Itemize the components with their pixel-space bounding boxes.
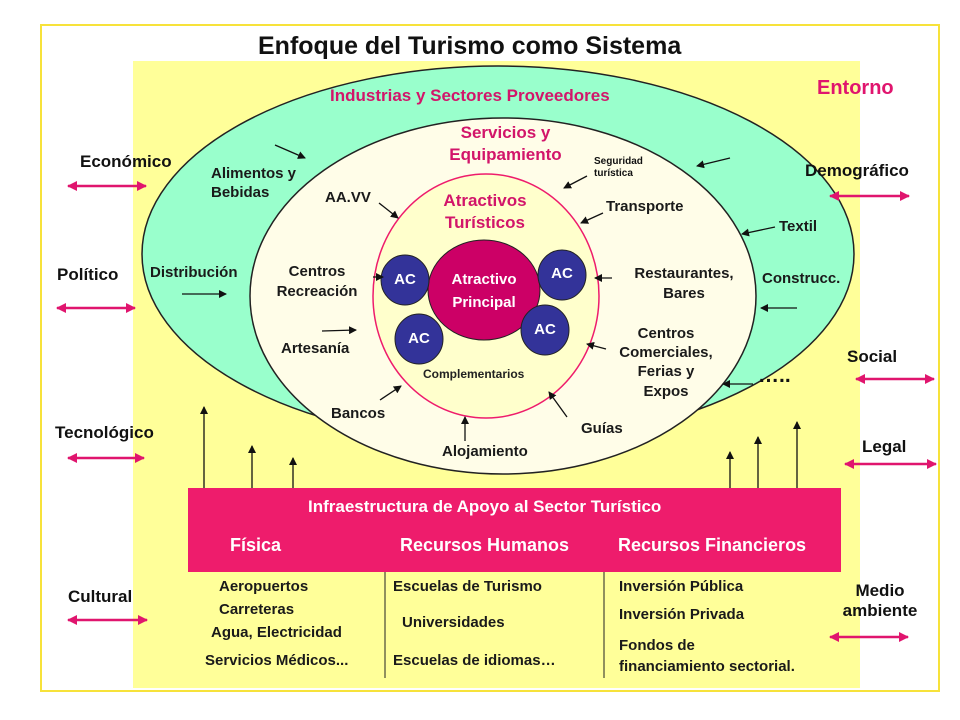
principal-line-2: Principal <box>452 294 516 312</box>
medio-ambiente-label: Medio ambiente <box>830 581 930 622</box>
outer-frame <box>40 24 940 692</box>
ac-circle-3 <box>394 313 444 365</box>
col-fisica-header: Física <box>230 535 282 555</box>
ac-label-3: AC <box>408 330 430 347</box>
fisica-item-2: Carreteras <box>219 601 295 618</box>
complementarios-label: Complementarios <box>423 367 525 381</box>
centros-comerciales-line-1: Centros <box>637 325 695 342</box>
restaurantes-label: Restaurantes, Bares <box>622 264 746 303</box>
cultural-label: Cultural <box>68 587 133 606</box>
humanos-item-3: Escuelas de idiomas… <box>393 652 556 669</box>
construcc-label: Construcc. <box>762 270 841 287</box>
financieros-item-2: Inversión Privada <box>619 606 745 623</box>
fisica-item-1: Aeropuertos <box>219 578 309 595</box>
ac-circle-2 <box>537 249 587 301</box>
restaurantes-line-2: Bares <box>663 284 705 302</box>
guias-label: Guías <box>581 420 623 437</box>
atractivos-line-1: Atractivos <box>443 191 527 210</box>
page-title: Enfoque del Turismo como Sistema <box>258 32 682 60</box>
alojamiento-label: Alojamiento <box>442 443 528 460</box>
economico-label: Económico <box>80 152 172 171</box>
col-recursos-financieros-header: Recursos Financieros <box>618 535 807 555</box>
distribucion-label: Distribución <box>150 264 238 281</box>
centros-recreacion-label: Centros Recreación <box>262 262 372 301</box>
alimentos-label: Alimentos y Bebidas <box>211 165 296 203</box>
restaurantes-line-1: Restaurantes, <box>634 265 734 282</box>
textil-label: Textil <box>779 218 818 235</box>
humanos-item-1: Escuelas de Turismo <box>393 578 542 595</box>
infraestructura-bar <box>188 488 841 572</box>
industrias-label: Industrias y Sectores Proveedores <box>330 86 610 105</box>
seguridad-line-2: turística <box>594 168 633 179</box>
atractivos-label: Atractivos Turísticos <box>428 190 542 234</box>
infraestructura-header: Infraestructura de Apoyo al Sector Turís… <box>308 497 662 516</box>
col-recursos-humanos-header: Recursos Humanos <box>400 535 570 555</box>
ac-label-2: AC <box>551 265 573 282</box>
alimentos-line-2: Bebidas <box>211 183 270 201</box>
servicios-line-2: Equipamiento <box>449 145 562 165</box>
artesania-label: Artesanía <box>281 340 350 357</box>
principal-line-1: Atractivo <box>451 271 517 288</box>
centros-comerciales-line-2: Comerciales, <box>619 344 713 362</box>
entorno-label: Entorno <box>817 77 894 99</box>
servicios-line-1: Servicios y <box>460 123 551 142</box>
social-label: Social <box>847 347 898 366</box>
financieros-item-3: Fondos de <box>619 637 695 654</box>
centros-comerciales-line-3: Ferias y <box>637 363 695 381</box>
seguridad-line-1: Seguridad <box>594 156 643 167</box>
medio-ambiente-line-1: Medio <box>855 581 905 600</box>
alimentos-line-1: Alimentos y <box>211 165 297 182</box>
financieros-item-4: financiamiento sectorial. <box>619 658 795 675</box>
legal-label: Legal <box>862 437 907 456</box>
ac-label-4: AC <box>534 321 556 338</box>
centros-recreacion-line-2: Recreación <box>276 282 358 300</box>
seguridad-label: Seguridad turística <box>594 156 643 180</box>
environment-arrows <box>56 181 937 642</box>
demografico-label: Demográfico <box>805 161 909 180</box>
centros-comerciales-line-4: Expos <box>643 382 689 400</box>
servicios-label: Servicios y Equipamiento <box>438 122 573 166</box>
aavv-label: AA.VV <box>325 189 371 206</box>
politico-label: Político <box>57 265 119 284</box>
tecnologico-label: Tecnológico <box>55 423 154 442</box>
fisica-item-3: Agua, Electricidad <box>211 624 342 641</box>
atractivo-principal-circle <box>427 239 541 341</box>
bancos-label: Bancos <box>331 405 386 422</box>
humanos-item-2: Universidades <box>402 614 505 631</box>
ac-label-1: AC <box>394 271 416 288</box>
centros-comerciales-label: Centros Comerciales, Ferias y Expos <box>606 324 726 401</box>
transporte-label: Transporte <box>606 198 684 215</box>
atractivo-principal-label: Atractivo Principal <box>432 268 536 315</box>
inner-arrows <box>182 144 801 500</box>
ac-circle-4 <box>520 304 570 356</box>
medio-ambiente-line-2: ambiente <box>842 601 918 621</box>
fisica-item-4: Servicios Médicos... <box>205 652 349 669</box>
ellipsis-label: ….. <box>758 364 791 387</box>
financieros-item-1: Inversión Pública <box>619 578 744 595</box>
atractivos-line-2: Turísticos <box>445 213 525 233</box>
centros-recreacion-line-1: Centros <box>288 263 346 280</box>
